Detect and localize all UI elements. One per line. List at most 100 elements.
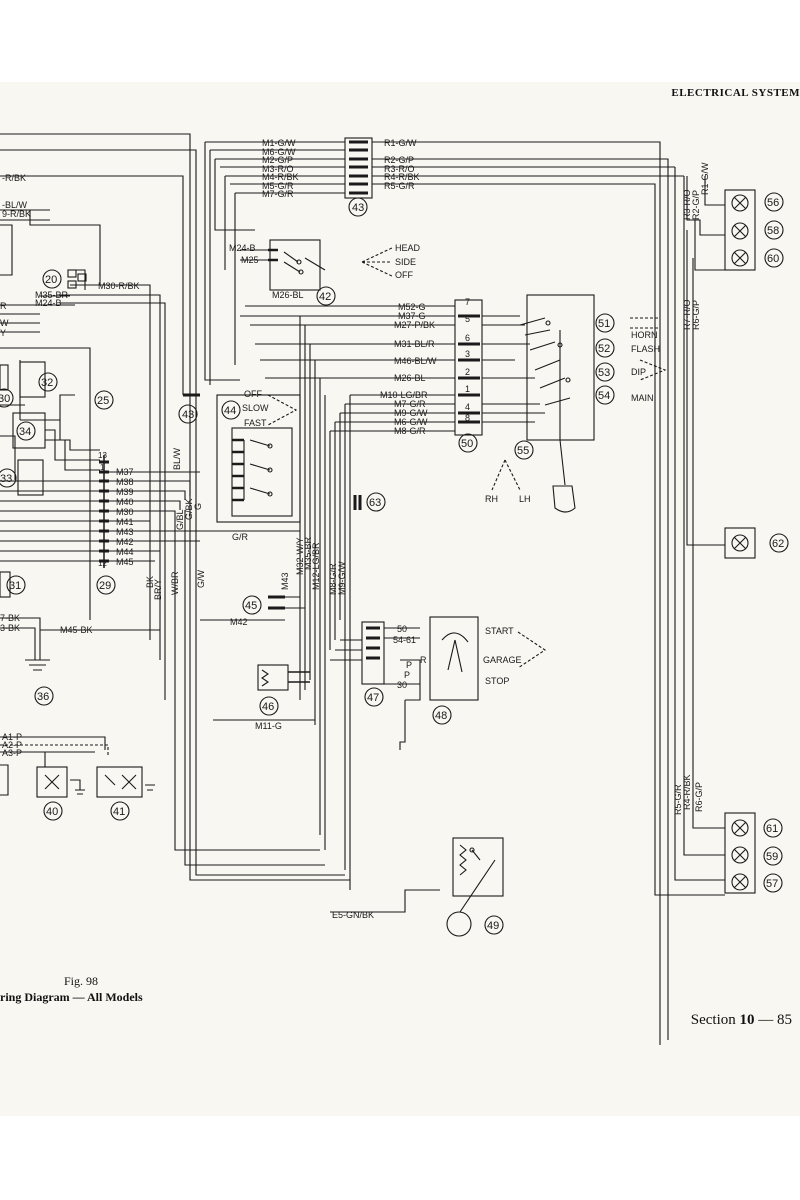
figure-number: Fig. 98 [64,974,99,988]
comp-57-circle [763,873,783,893]
wire-r7ro: R7-R/O [682,299,692,330]
comp-58-circle [764,220,784,240]
wire-m27: M27-P/BK [394,320,435,330]
comp-48-circle [432,705,452,725]
wire-m7: M7-G/R [262,189,294,199]
comp-20: 20 [45,274,57,286]
page-footer: Section 10 — 85 [691,1012,792,1029]
label-rh: RH [485,494,498,504]
comp-58: 58 [767,225,779,237]
wire-m30rbk: M30-R/BK [98,281,140,291]
label-slow: SLOW [242,403,269,413]
comp-44-circle [221,400,241,420]
label-lh: LH [519,494,531,504]
comp-63-circle [366,492,386,512]
wire-bry: BR/Y [153,579,163,600]
ign-30: 30 [397,680,407,690]
label-r: R [420,655,427,665]
footer-page-number: 85 [777,1012,792,1028]
label-fast: FAST [244,418,267,428]
switch-icon [104,774,116,786]
wire-m35: M35-BR [303,536,313,570]
comp-51-circle [595,313,615,333]
bottom-left-lamps [0,736,155,798]
comp-57: 57 [766,878,778,890]
comp-32: 32 [41,377,53,389]
wire-m6: M6-G/W [262,147,296,157]
wire-m45bk: M45-BK [60,625,93,635]
comp-40-circle [43,801,63,821]
comp-54-circle [595,385,615,405]
lamp-icon [733,875,747,889]
wire-r1gw: R1-G/W [700,162,710,195]
label-stop: STOP [485,676,509,686]
wire-m3: M3-R/O [262,164,294,174]
wire-m12: M12-LG/BR [311,542,321,590]
section-header: ELECTRICAL SYSTEM [671,87,800,99]
wire-m4: M4-R/BK [262,172,299,182]
label-p2: P [404,670,410,680]
comp-47-circle [364,687,384,707]
wire-blw: -BL/W [2,200,28,210]
comp-52: 52 [598,343,610,355]
wire-r4: R4-R/BK [384,172,420,182]
top-harness [0,133,725,1045]
wire-m37-strip: M37 [116,467,134,477]
lamp-icon [44,774,60,790]
comp-36: 36 [37,691,49,703]
comp-51: 51 [598,318,610,330]
comp-46-circle [259,696,279,716]
wire-r4rbk: R4-R/BK [682,774,692,810]
comp-32-box [19,361,46,398]
ign-5461: 54-61 [393,635,416,645]
ign-50: 50 [397,624,407,634]
comp-47: 47 [367,692,379,704]
comp-45-circle [242,595,262,615]
strip-1: 1 [100,463,105,472]
wire-m42-strip: M42 [116,537,134,547]
wiper-switch-44 [216,394,301,523]
wire-m1: M1-G/W [262,138,296,148]
starter-48 [399,616,479,750]
switch-icon [249,439,271,495]
wire-m24b-left: M24-B [35,298,62,308]
comp-61: 61 [766,823,778,835]
wire-m39-strip: M39 [116,487,134,497]
wire-m9: M9-G/W [394,408,428,418]
wire-m8v: M8-G/R [328,563,338,595]
comp-50-circle [458,433,478,453]
wire-7bk: 7-BK [0,613,20,623]
left-w: W [0,318,9,328]
label-p: P [406,660,412,670]
comp-46: 46 [262,701,274,713]
wire-m8: M8-G/R [394,426,426,436]
comp-61-circle [763,818,783,838]
earth-icon [25,659,50,671]
wire-m52: M52-G [398,302,426,312]
earth-icon [70,779,85,795]
left-y: Y [0,328,6,338]
ignition-switch-47 [330,621,420,685]
wire-m9v: M9-G/W [337,561,347,595]
footer-separator: — [758,1012,774,1028]
comp-52-circle [595,338,615,358]
column-switch-55 [519,294,595,513]
wire-m43-strip: M43 [116,527,134,537]
comp-50: 50 [461,438,473,450]
label-side: SIDE [395,257,416,267]
comp-62-box [724,527,756,559]
comp-25-circle [94,390,114,410]
wire-g: G [193,503,203,510]
comp-29-circle [96,575,116,595]
wire-m5: M5-G/R [262,181,294,191]
wire-r2: R2-G/P [384,155,414,165]
wire-m35br: M35-BR [35,290,69,300]
label-head: HEAD [395,243,421,253]
comp-34-circle [16,421,36,441]
label-start: START [485,626,514,636]
comp-54: 54 [598,390,610,402]
comp-43-mid: 43 [182,409,194,421]
wire-m43v: M43 [280,572,290,590]
comp-43-top: 43 [352,202,364,214]
